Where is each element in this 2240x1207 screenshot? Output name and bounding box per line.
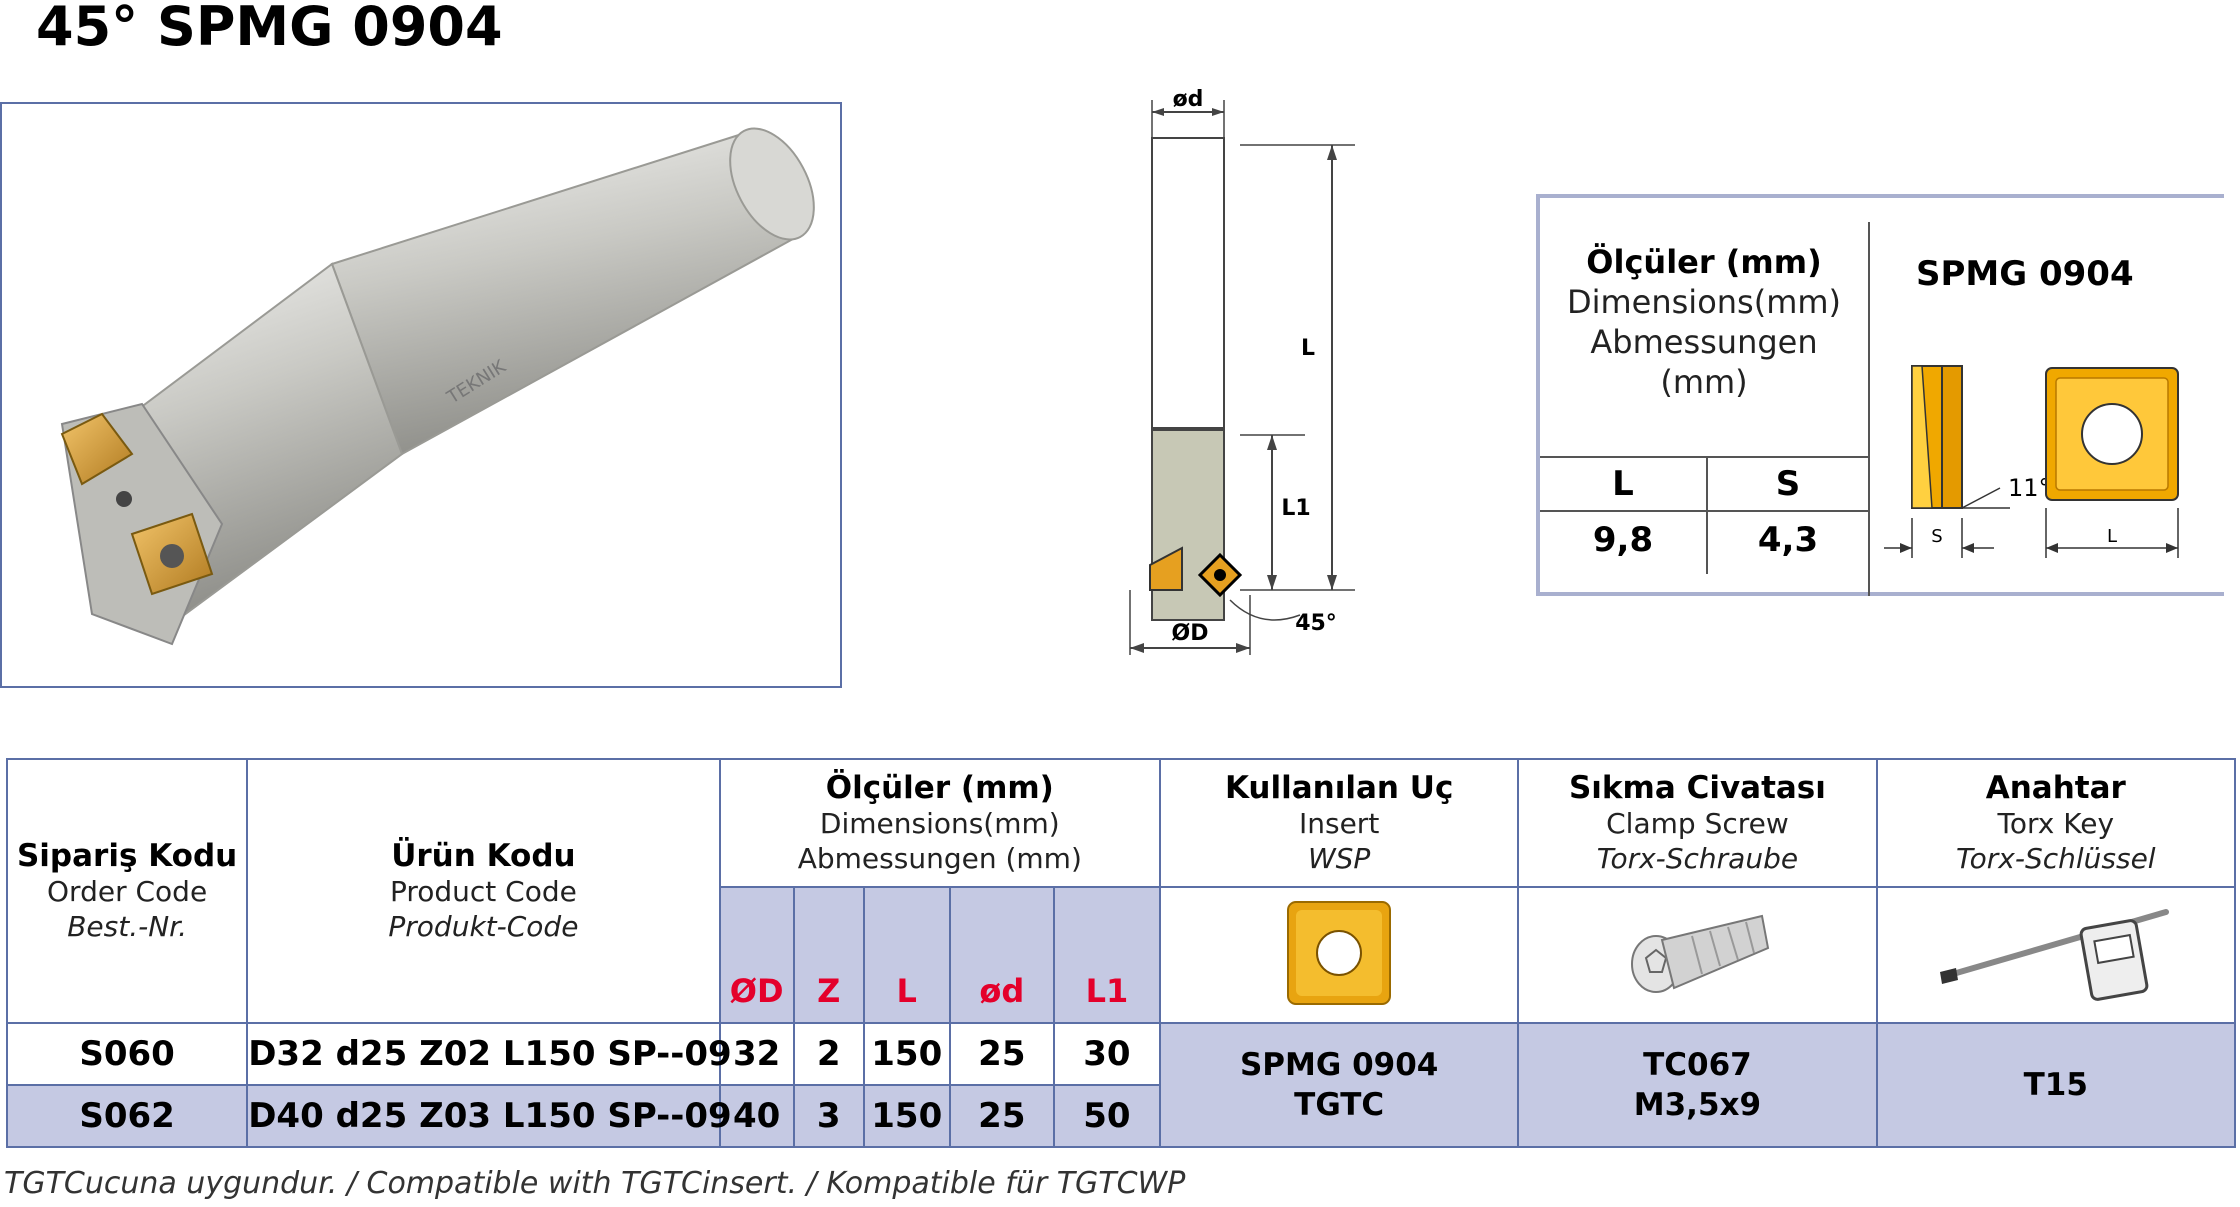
col-small-d: ød xyxy=(948,886,1055,1024)
dim-box-de: Abmessungen xyxy=(1590,323,1818,361)
row2-z: 3 xyxy=(792,1084,865,1148)
row1-product-code: D32 d25 Z02 L150 SP--09 xyxy=(246,1022,732,1086)
label-length: L xyxy=(1301,336,1315,361)
torx-key-value: T15 xyxy=(1875,1022,2237,1148)
insert-icon xyxy=(1287,901,1392,1005)
dim-box-title: Ölçüler (mm) xyxy=(1586,243,1822,281)
header-insert: Kullanılan Uç Insert WSP xyxy=(1158,758,1520,888)
header-order-code: Sipariş Kodu Order Code Best.-Nr. xyxy=(5,758,249,1024)
row2-od: 40 xyxy=(718,1084,795,1148)
col-z: Z xyxy=(792,886,865,1024)
clamp-screw-icon xyxy=(1631,914,1770,993)
compatibility-footnote: TGTCucuna uygundur. / Compatible with TG… xyxy=(4,1166,1186,1201)
insert-name: SPMG 0904 xyxy=(1916,254,2134,294)
label-large-diameter: ØD xyxy=(1172,621,1209,646)
row2-product-code: D40 d25 Z03 L150 SP--09 xyxy=(246,1084,732,1148)
row1-l: 150 xyxy=(862,1022,951,1086)
clamp-screw-value: TC067 M3,5x9 xyxy=(1517,1022,1878,1148)
col-header-s: S xyxy=(1775,464,1801,504)
label-l1: L1 xyxy=(1281,496,1310,521)
key-image-cell xyxy=(1875,886,2237,1024)
dim-box-unit: (mm) xyxy=(1660,363,1748,401)
header-product-code: Ürün Kodu Product Code Produkt-Code xyxy=(246,758,721,1024)
header-torx-key: Anahtar Torx Key Torx-Schlüssel xyxy=(1875,758,2237,888)
col-od: ØD xyxy=(718,886,795,1024)
insert-dimensions-box: Ölçüler (mm) Dimensions(mm) Abmessungen … xyxy=(1536,194,2224,596)
col-l: L xyxy=(862,886,951,1024)
insert-image-cell xyxy=(1158,886,1520,1024)
row1-small-d: 25 xyxy=(948,1022,1055,1086)
insert-value: SPMG 0904 TGTC xyxy=(1158,1022,1520,1148)
torx-key-icon xyxy=(1939,909,2169,1001)
product-table: Sipariş Kodu Order Code Best.-Nr. Ürün K… xyxy=(5,758,2237,1148)
col-l1: L1 xyxy=(1052,886,1162,1024)
dim-box-en: Dimensions(mm) xyxy=(1566,283,1842,321)
header-dimensions: Ölçüler (mm) Dimensions(mm) Abmessungen … xyxy=(718,758,1162,887)
header-clamp-screw: Sıkma Civatası Clamp Screw Torx-Schraube xyxy=(1517,758,1878,888)
label-small-diameter: ød xyxy=(1173,87,1204,112)
product-photo: TEKNIK xyxy=(0,102,842,688)
milling-cutter-image: TEKNIK xyxy=(60,127,815,646)
col-header-l: L xyxy=(1612,464,1634,504)
value-s: 4,3 xyxy=(1757,520,1819,560)
value-l: 9,8 xyxy=(1592,520,1654,560)
row1-od: 32 xyxy=(718,1022,795,1086)
row2-order-code: S062 xyxy=(5,1084,249,1148)
row2-small-d: 25 xyxy=(948,1084,1055,1148)
row2-l: 150 xyxy=(862,1084,951,1148)
screw-image-cell xyxy=(1517,886,1878,1024)
row1-z: 2 xyxy=(792,1022,865,1086)
clearance-angle-label: 11° xyxy=(2008,474,2051,502)
tool-dimension-drawing: ød L L1 ØD 45° xyxy=(1110,87,1370,660)
row1-l1: 30 xyxy=(1052,1022,1162,1086)
row2-l1: 50 xyxy=(1052,1084,1162,1148)
edge-length-label: L xyxy=(2107,526,2117,547)
label-angle: 45° xyxy=(1295,611,1337,636)
page-title: 45° SPMG 0904 xyxy=(36,0,503,58)
insert-geometry-drawing: 11° S L xyxy=(1884,365,2179,558)
thickness-label: S xyxy=(1931,526,1942,547)
row1-order-code: S060 xyxy=(5,1022,249,1086)
